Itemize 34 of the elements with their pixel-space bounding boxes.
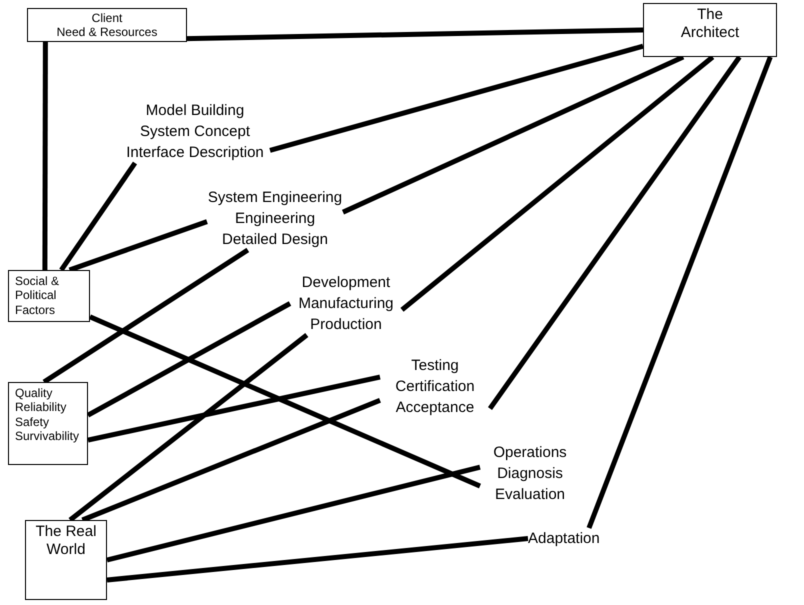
connector-line	[400, 55, 714, 312]
stage-label: Model Building System Concept Interface Description	[120, 100, 270, 163]
node-detail: Need & Resources	[56, 25, 158, 40]
stage-label: Testing Certification Acceptance	[380, 355, 490, 418]
stage-label: Development Manufacturing Production	[290, 272, 402, 335]
node-label: Quality Reliability Safety Survivability	[15, 386, 80, 444]
connector-line	[81, 398, 381, 522]
connector-line	[86, 301, 292, 418]
process-box	[25, 520, 107, 600]
process-box	[643, 3, 777, 57]
connector-line	[586, 56, 773, 529]
connector-line	[186, 28, 644, 42]
connector-line	[269, 44, 644, 153]
stage-label: Operations Diagnosis Evaluation	[480, 442, 580, 505]
connector-line	[68, 333, 308, 522]
process-box	[27, 8, 187, 42]
node-label: Social & Political Factors	[15, 274, 60, 318]
connector-line	[42, 248, 250, 384]
stage-label: System Engineering Engineering Detailed Design	[207, 187, 343, 250]
connector-line	[89, 314, 481, 488]
connector-line	[42, 42, 48, 270]
node-label: The Architect	[680, 6, 740, 42]
node-label: The Real World	[34, 523, 98, 559]
stage-label: Adaptation	[528, 528, 600, 549]
node-label: Client	[90, 11, 124, 26]
connector-line	[87, 374, 381, 443]
connector-line	[106, 464, 481, 562]
process-box	[8, 270, 90, 322]
connector-line	[106, 536, 528, 582]
connector-line	[59, 162, 138, 272]
process-box	[8, 382, 88, 465]
connector-line	[488, 56, 742, 410]
connector-line	[68, 219, 208, 272]
connector-line	[342, 54, 684, 214]
